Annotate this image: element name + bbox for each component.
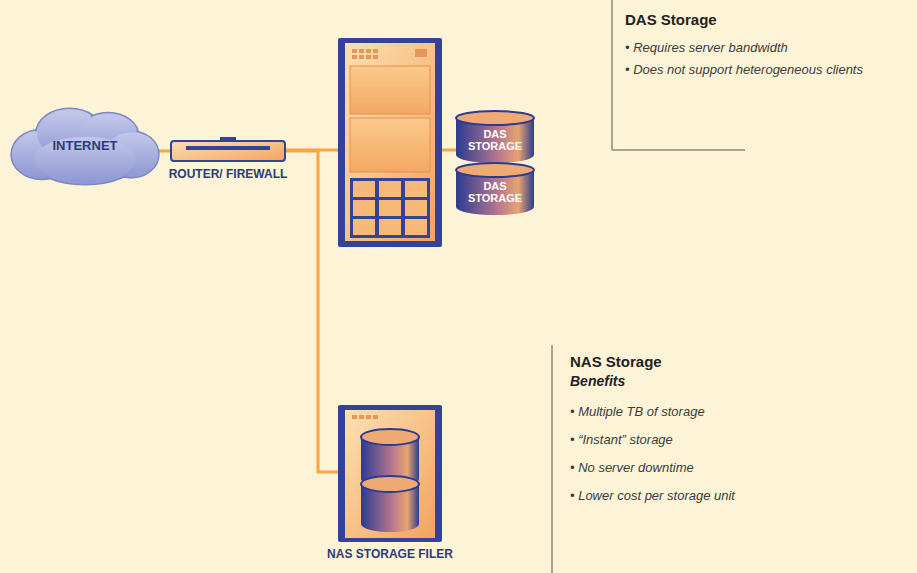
network-connector xyxy=(286,151,338,472)
das-storage-cylinder: DAS STORAGE xyxy=(455,110,535,164)
nas-filer-body xyxy=(338,405,442,542)
callout-bullet: • “Instant” storage xyxy=(570,432,870,449)
node-label: DAS STORAGE xyxy=(467,180,523,204)
callout-heading: NAS Storage xyxy=(570,352,870,372)
das-storage-cylinder: DAS STORAGE xyxy=(455,162,535,216)
callout-bracket xyxy=(552,345,553,573)
node-label: NAS STORAGE FILER xyxy=(308,548,472,561)
nas-storage-filer: NAS STORAGE FILER xyxy=(338,405,442,542)
internet-cloud: INTERNET xyxy=(8,104,162,188)
callout-heading: Benefits xyxy=(570,372,870,390)
node-label: DAS STORAGE xyxy=(467,128,523,152)
router-firewall: ROUTER/ FIREWALL xyxy=(170,140,286,162)
callout-bullet: • No server downtime xyxy=(570,460,870,477)
node-label: INTERNET xyxy=(53,139,118,153)
network-wire xyxy=(440,149,458,152)
node-label: ROUTER/ FIREWALL xyxy=(140,168,316,181)
callout-bullet: • Requires server bandwidth xyxy=(625,40,905,57)
server-tower xyxy=(338,38,442,247)
callout-bullet: • Lower cost per storage unit xyxy=(570,488,870,505)
callout-bullet: • Does not support heterogeneous clients xyxy=(625,62,887,79)
callout-bullet: • Multiple TB of storage xyxy=(570,404,870,421)
callout-heading: DAS Storage xyxy=(625,10,905,30)
router-shape xyxy=(170,140,286,162)
